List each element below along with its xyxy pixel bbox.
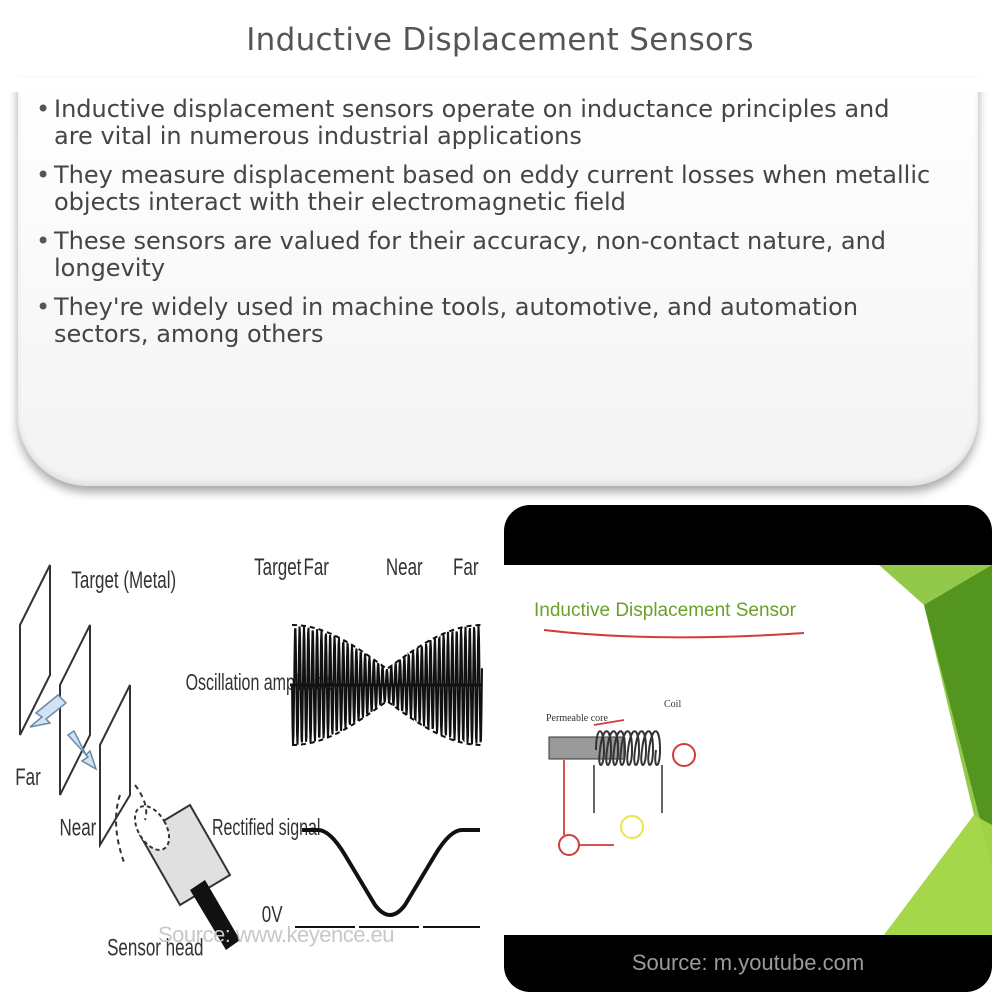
- sensor-diagram: Target (Metal) Far Near Sensor head Targ…: [15, 554, 483, 962]
- top-label-far-2: Far: [453, 554, 479, 581]
- motion-arrows: [29, 693, 98, 771]
- sensor-head-shape: [115, 784, 240, 950]
- slide-graphics: Permeable core Coil: [543, 565, 992, 935]
- source-left: Source: www.keyence.eu: [158, 922, 395, 947]
- permeable-core-label: Permeable core: [546, 713, 608, 724]
- oscillation-wave: [290, 624, 483, 746]
- sensor-head-label: Sensor head: [107, 935, 203, 962]
- slide-title: Inductive Displacement Sensor: [534, 600, 796, 621]
- source-right: Source: m.youtube.com: [631, 950, 865, 975]
- top-label-near: Near: [386, 554, 423, 581]
- video-thumbnail[interactable]: Permeable core Coil Inductive Displaceme…: [504, 505, 992, 992]
- far-label: Far: [15, 764, 41, 791]
- target-plates: [19, 564, 131, 849]
- bullet-item: Inductive displacement sensors operate o…: [34, 96, 934, 150]
- bullet-item: They measure displacement based on eddy …: [34, 162, 934, 216]
- rectified-signal: [302, 828, 480, 917]
- page-title: Inductive Displacement Sensors: [246, 22, 754, 58]
- near-label: Near: [60, 815, 97, 842]
- top-label-far-1: Far: [303, 554, 329, 581]
- coil-label: Coil: [664, 699, 681, 710]
- target-label: Target (Metal): [71, 567, 176, 594]
- bullet-item: They're widely used in machine tools, au…: [34, 294, 934, 348]
- rectified-label: Rectified signal: [212, 815, 320, 841]
- zero-label: 0V: [262, 903, 283, 928]
- top-label-target: Target: [254, 554, 301, 581]
- video-slide: Permeable core Coil Inductive Displaceme…: [504, 565, 992, 935]
- bullet-list: Inductive displacement sensors operate o…: [34, 96, 934, 360]
- bullet-item: These sensors are valued for their accur…: [34, 228, 934, 282]
